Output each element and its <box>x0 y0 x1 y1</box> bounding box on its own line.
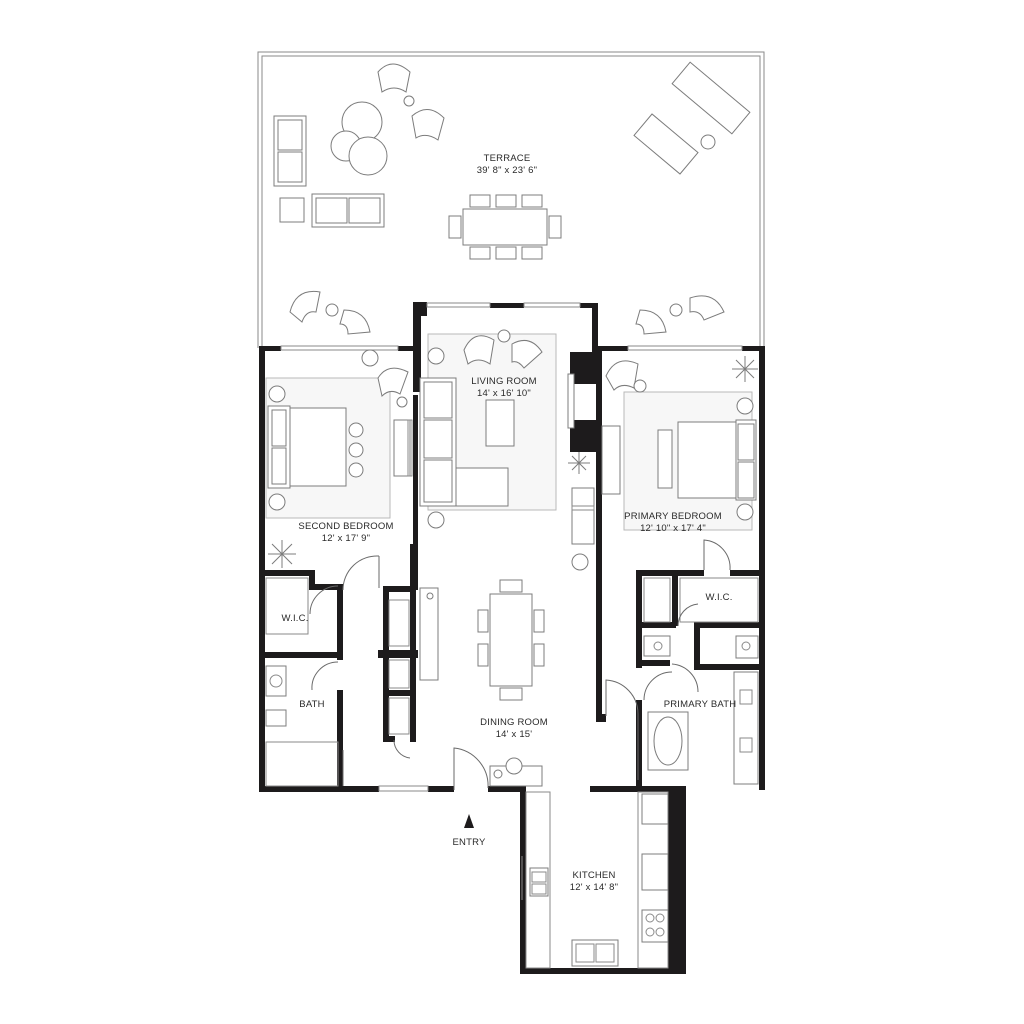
terrace-label: TERRACE <box>484 153 531 164</box>
primary-bedroom-label: PRIMARY BEDROOM <box>624 511 722 522</box>
wic-bath-left <box>265 555 439 787</box>
primary-bedroom <box>601 356 758 531</box>
second-bedroom-size: 12' x 17' 9" <box>322 533 371 544</box>
living-room-size: 14' x 16' 10" <box>477 388 531 399</box>
wic-right-label: W.I.C. <box>705 592 732 603</box>
dining-room <box>453 579 639 790</box>
kitchen-label: KITCHEN <box>572 870 615 881</box>
living-room <box>419 329 595 571</box>
terrace-size: 39' 8" x 23' 6" <box>477 165 537 176</box>
kitchen <box>521 791 669 969</box>
primary-bath-label: PRIMARY BATH <box>664 699 737 710</box>
entry-arrow-icon <box>464 814 474 828</box>
wic-bath-right <box>643 539 759 785</box>
walls <box>259 302 765 974</box>
living-room-label: LIVING ROOM <box>471 376 537 387</box>
wic-left-label: W.I.C. <box>281 613 308 624</box>
dining-room-label: DINING ROOM <box>480 717 548 728</box>
windows <box>280 302 743 792</box>
second-bedroom-label: SECOND BEDROOM <box>298 521 393 532</box>
bath-label: BATH <box>299 699 324 710</box>
terrace <box>257 51 765 348</box>
entry-label: ENTRY <box>452 837 485 848</box>
primary-bedroom-size: 12' 10" x 17' 4" <box>640 523 706 534</box>
kitchen-size: 12' x 14' 8" <box>570 882 619 893</box>
second-bedroom <box>265 349 413 568</box>
dining-room-size: 14' x 15' <box>496 729 533 740</box>
